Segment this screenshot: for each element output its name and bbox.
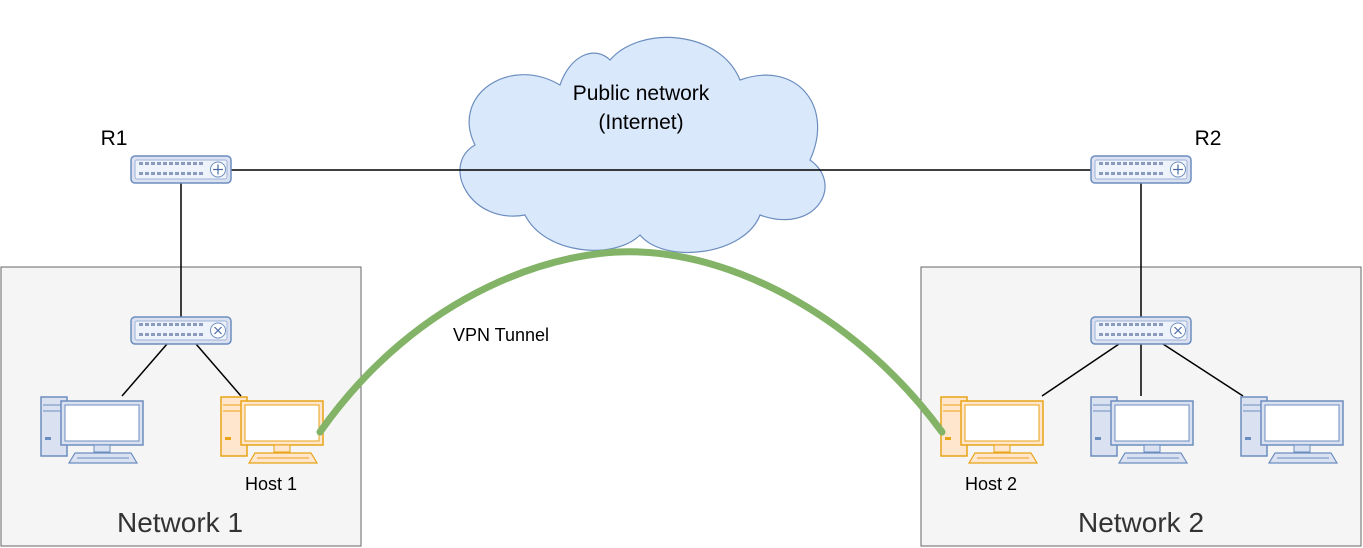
cloud-icon — [459, 36, 826, 254]
link-switch1-pc1 — [121, 343, 168, 397]
link-switch1-host1 — [195, 343, 242, 397]
link-switch2-pc4 — [1162, 343, 1244, 397]
router-label-r1: R1 — [101, 127, 128, 150]
network-label-2: Network 2 — [1078, 507, 1204, 538]
computer-icon[interactable] — [1090, 396, 1194, 464]
computer-icon[interactable] — [1240, 396, 1344, 464]
network-label-1: Network 1 — [117, 507, 243, 538]
computer-icon[interactable] — [220, 396, 324, 464]
vpn-tunnel — [316, 248, 946, 436]
host-label-1: Host 1 — [245, 474, 297, 494]
link-switch2-host2 — [1041, 343, 1120, 397]
router-label-r2: R2 — [1195, 127, 1222, 150]
host-label-2: Host 2 — [965, 474, 1017, 494]
router-icon[interactable] — [130, 155, 232, 184]
switch-icon[interactable] — [130, 316, 232, 345]
cloud-label-line1: Public network — [573, 82, 710, 105]
switch-icon[interactable] — [1090, 316, 1192, 345]
router-icon[interactable] — [1090, 155, 1192, 184]
cloud-label-line2: (Internet) — [598, 111, 683, 134]
computer-icon[interactable] — [40, 396, 144, 464]
computer-icon[interactable] — [940, 396, 1044, 464]
vpn-tunnel-label: VPN Tunnel — [453, 325, 549, 345]
